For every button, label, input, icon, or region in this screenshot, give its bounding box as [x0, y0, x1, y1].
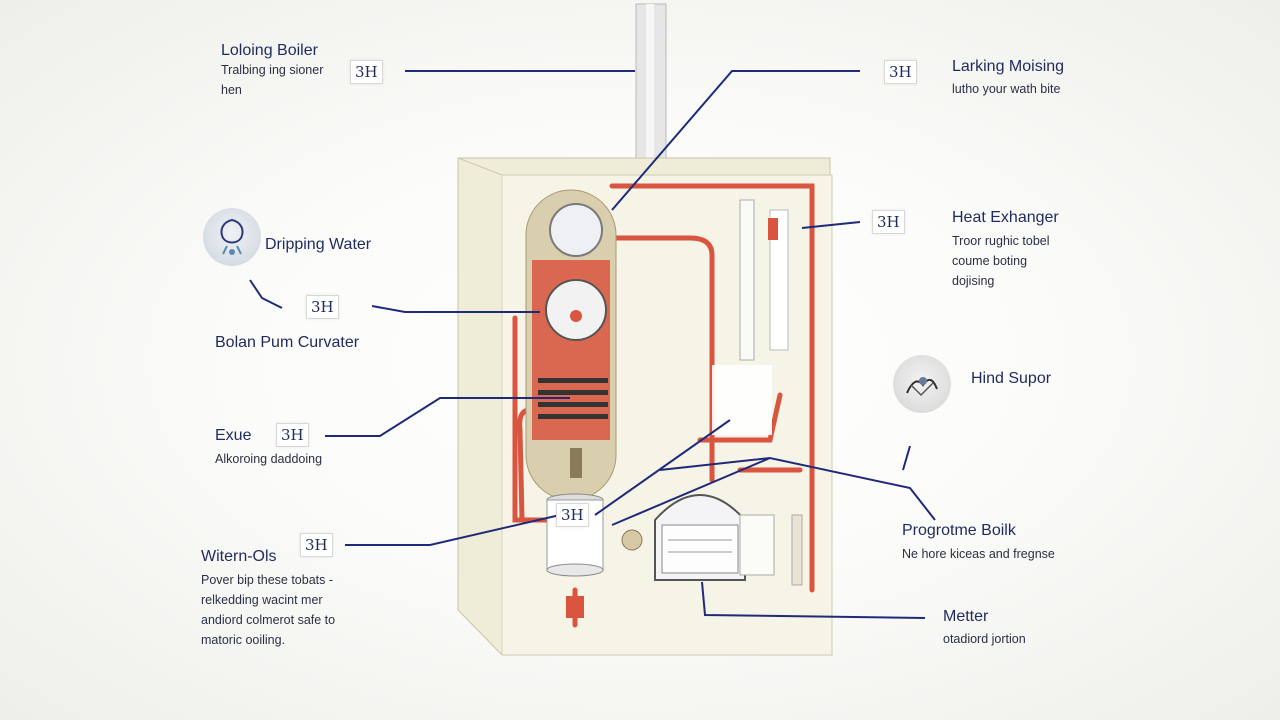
badge-loloing-boiler: 3H: [350, 60, 383, 84]
leader-lines: [249, 70, 936, 619]
callout-title: Metter: [943, 608, 989, 625]
callout-desc-line: Pover bip these tobats -: [201, 573, 334, 587]
callout-title: Progrotme Boilk: [902, 522, 1016, 539]
sight-glass: [712, 199, 789, 435]
callout-desc-line: dojising: [952, 274, 995, 288]
callout-title: Loloing Boiler: [221, 42, 318, 59]
callout-desc-line: Ne hore kiceas and fregnse: [902, 547, 1055, 561]
callout-larking-moising: Larking Moising lutho your wath bite: [952, 58, 1064, 99]
badge-bolan-pum: 3H: [306, 295, 339, 319]
callout-title: Bolan Pum Curvater: [215, 334, 360, 351]
badge-tank: 3H: [556, 503, 589, 527]
callout-desc-line: andiord colmerot safe to: [201, 613, 336, 627]
callout-dripping-water: Dripping Water: [265, 236, 371, 254]
callout-desc-line: coume boting: [952, 254, 1028, 268]
callout-desc-line: Alkoroing daddoing: [215, 452, 323, 466]
callout-title: Larking Moising: [952, 58, 1065, 75]
callout-desc-line: lutho your wath bite: [952, 82, 1061, 96]
callout-desc-line: hen: [221, 83, 242, 97]
callout-title: Witern-Ols: [201, 548, 277, 565]
badge-exue: 3H: [276, 423, 309, 447]
boiler-vessel: [525, 189, 617, 501]
water-drop-icon: [203, 208, 261, 266]
pump-icon: [893, 355, 951, 413]
callout-desc-line: Troor rughic tobel: [952, 234, 1050, 248]
callout-title: Hind Supor: [971, 370, 1052, 387]
callout-title: Heat Exhanger: [952, 209, 1059, 226]
callout-heat-exhanger: Heat Exhanger Troor rughic tobel coume b…: [952, 209, 1059, 291]
badge-witern-ols: 3H: [300, 533, 333, 557]
callout-hind-supor: Hind Supor: [971, 370, 1051, 388]
callout-loloing-boiler: Loloing Boiler Tralbing ing sioner hen: [221, 42, 323, 100]
callout-title: Exue: [215, 427, 252, 444]
callout-desc-line: relkedding wacint mer: [201, 593, 323, 607]
callout-progrotme-boilk: Progrotme Boilk Ne hore kiceas and fregn…: [902, 522, 1055, 564]
callout-title: Dripping Water: [265, 236, 372, 253]
badge-larking-moising: 3H: [884, 60, 917, 84]
badge-heat-exhanger: 3H: [872, 210, 905, 234]
callout-desc-line: otadiord jortion: [943, 632, 1026, 646]
callout-desc-line: Tralbing ing sioner: [221, 63, 324, 77]
meter-unit: [654, 494, 803, 586]
callout-witern-ols: Witern-Ols Pover bip these tobats - relk…: [201, 548, 335, 650]
callout-exue: Exue Alkoroing daddoing: [215, 427, 322, 469]
callout-metter: Metter otadiord jortion: [943, 608, 1026, 649]
callout-desc-line: matoric ooiling.: [201, 633, 286, 647]
callout-bolan-pum-curvater: Bolan Pum Curvater: [215, 334, 359, 352]
